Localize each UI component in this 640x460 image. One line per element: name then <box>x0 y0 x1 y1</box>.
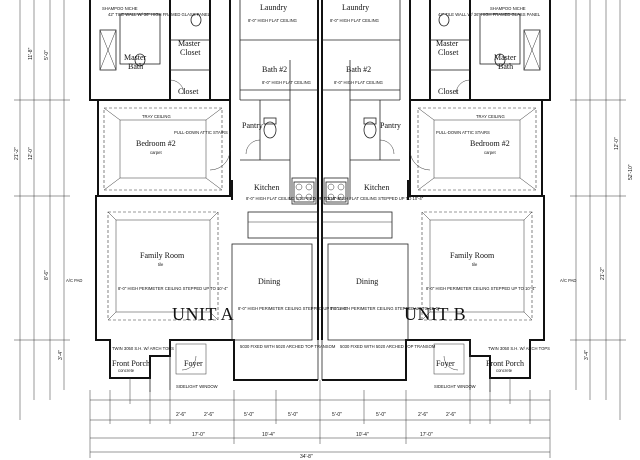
dim-right4: 3'-4" <box>584 350 590 360</box>
tile-wall-note-b: 42" TILE WALL W/ 36" HIGH FRAMED GLASS P… <box>438 12 541 17</box>
pull-down-note-b: PULL-DOWN ATTIC STAIRS <box>436 130 490 135</box>
foyer-label-a: Foyer <box>184 359 203 368</box>
closet-label-b: Closet <box>438 87 459 96</box>
dim-left1: 21'-2" <box>14 147 20 160</box>
tray-ceiling-a: TRAY CEILING <box>142 114 171 119</box>
bath2-label-a: Bath #2 <box>262 65 287 74</box>
shampoo-note-b: SHAMPOO NICHE <box>490 6 526 11</box>
shampoo-note-a: SHAMPOO NICHE <box>102 6 138 11</box>
front-porch-floor-a: concrete <box>118 368 135 373</box>
dim-seg4: 5'-0" <box>376 412 386 418</box>
pantry-label-a: Pantry <box>242 121 263 130</box>
pull-down-note-a: PULL-DOWN ATTIC STAIRS <box>174 130 228 135</box>
interior-walls-unit-a <box>90 0 319 392</box>
dim-right3: 21'-2" <box>600 267 606 280</box>
family-room-floor-b: tile <box>472 262 478 267</box>
fixed-window-note-b: 5030 FIXED WITH 5020 ARCHED TOP TRANSOM <box>340 344 436 349</box>
window-note-b: TWIN 3050 S.H. W/ ARCH TOPS <box>488 346 550 351</box>
interior-walls-unit-b <box>321 0 550 392</box>
tile-wall-note-a: 42" TILE WALL W/ 36" HIGH FRAMED GLASS P… <box>108 12 211 17</box>
dining-ceiling-b: 8'-0" HIGH PERIMETER CEILING STEPPED UP … <box>330 306 440 311</box>
family-ceiling-b: 8'-0" HIGH PERIMETER CEILING STEPPED UP … <box>426 286 536 291</box>
exterior-walls <box>89 0 551 381</box>
bath2-label-b: Bath #2 <box>346 65 371 74</box>
bedroom2-label-a: Bedroom #2 <box>136 139 176 148</box>
dimension-lines <box>14 0 626 458</box>
family-room-label-a: Family Room <box>140 251 185 260</box>
dim-left2: 11'-8" <box>28 47 34 60</box>
family-ceiling-a: 8'-0" HIGH PERIMETER CEILING STEPPED UP … <box>118 286 228 291</box>
kitchen-ceiling-b: 8'-0" HIGH FLAT CEILING STEPPED UP TO 10… <box>328 196 424 201</box>
closet-label-a: Closet <box>178 87 199 96</box>
dim-total: 34'-8" <box>300 454 313 460</box>
dining-label-a: Dining <box>258 277 280 286</box>
dim-seg2: 5'-0" <box>288 412 298 418</box>
dim-seg5: 2'-6" <box>176 412 186 418</box>
dim-seg6: 2'-6" <box>204 412 214 418</box>
family-room-label-b: Family Room <box>450 251 495 260</box>
kitchen-label-a: Kitchen <box>254 183 279 192</box>
dim-right1: 52'-10" <box>628 164 634 180</box>
foyer-label-b: Foyer <box>436 359 455 368</box>
bath2-ceiling-b: 8'-0" HIGH FLAT CEILING <box>334 80 383 85</box>
bedroom2-floor-b: carpet <box>484 150 496 155</box>
ac-pad-a: A/C PAD <box>66 278 82 283</box>
dining-ceiling-a: 8'-0" HIGH PERIMETER CEILING STEPPED UP … <box>238 306 348 311</box>
dim-seg3: 5'-0" <box>332 412 342 418</box>
pantry-label-b: Pantry <box>380 121 401 130</box>
dim-left6: 5'-0" <box>44 50 50 60</box>
dim-seg7: 2'-6" <box>418 412 428 418</box>
dim-mid-b: 10'-4" <box>356 432 369 438</box>
laundry-label-a: Laundry <box>260 3 287 12</box>
front-porch-label-b: Front Porch <box>486 359 524 368</box>
dim-half-b: 17'-0" <box>420 432 433 438</box>
laundry-label-b: Laundry <box>342 3 369 12</box>
kitchen-ceiling-a: 8'-0" HIGH FLAT CEILING STEPPED UP TO 10… <box>246 196 342 201</box>
ceiling-note-laundry-a: 8'-0" HIGH FLAT CEILING <box>248 18 297 23</box>
ceiling-note-laundry-b: 8'-0" HIGH FLAT CEILING <box>330 18 379 23</box>
fixed-window-note-a: 5030 FIXED WITH 5020 ARCHED TOP TRANSOM <box>240 344 336 349</box>
dim-half-a: 17'-0" <box>192 432 205 438</box>
tray-ceiling-b: TRAY CEILING <box>476 114 505 119</box>
window-note-a: TWIN 3050 S.H. W/ ARCH TOPS <box>112 346 174 351</box>
kitchen-label-b: Kitchen <box>364 183 389 192</box>
unit-b-label: UNIT B <box>404 304 466 324</box>
dim-left4: 8'-6" <box>44 270 50 280</box>
bedroom2-label-b: Bedroom #2 <box>470 139 510 148</box>
front-porch-floor-b: concrete <box>496 368 513 373</box>
unit-a-label: UNIT A <box>172 304 234 324</box>
ac-pad-b: A/C PAD <box>560 278 576 283</box>
bath2-ceiling-a: 8'-0" HIGH FLAT CEILING <box>262 80 311 85</box>
dim-left5: 3'-4" <box>58 350 64 360</box>
sidelight-note-a: SIDELIGHT WINDOW <box>176 384 218 389</box>
sidelight-note-b: SIDELIGHT WINDOW <box>434 384 476 389</box>
dining-label-b: Dining <box>356 277 378 286</box>
family-room-floor-a: tile <box>158 262 164 267</box>
dim-seg8: 2'-6" <box>446 412 456 418</box>
dim-seg1: 5'-0" <box>244 412 254 418</box>
dim-mid-a: 10'-4" <box>262 432 275 438</box>
front-porch-label-a: Front Porch <box>112 359 150 368</box>
dim-left3: 12'-0" <box>28 147 34 160</box>
bedroom2-floor-a: carpet <box>150 150 162 155</box>
dim-right2: 12'-0" <box>614 137 620 150</box>
